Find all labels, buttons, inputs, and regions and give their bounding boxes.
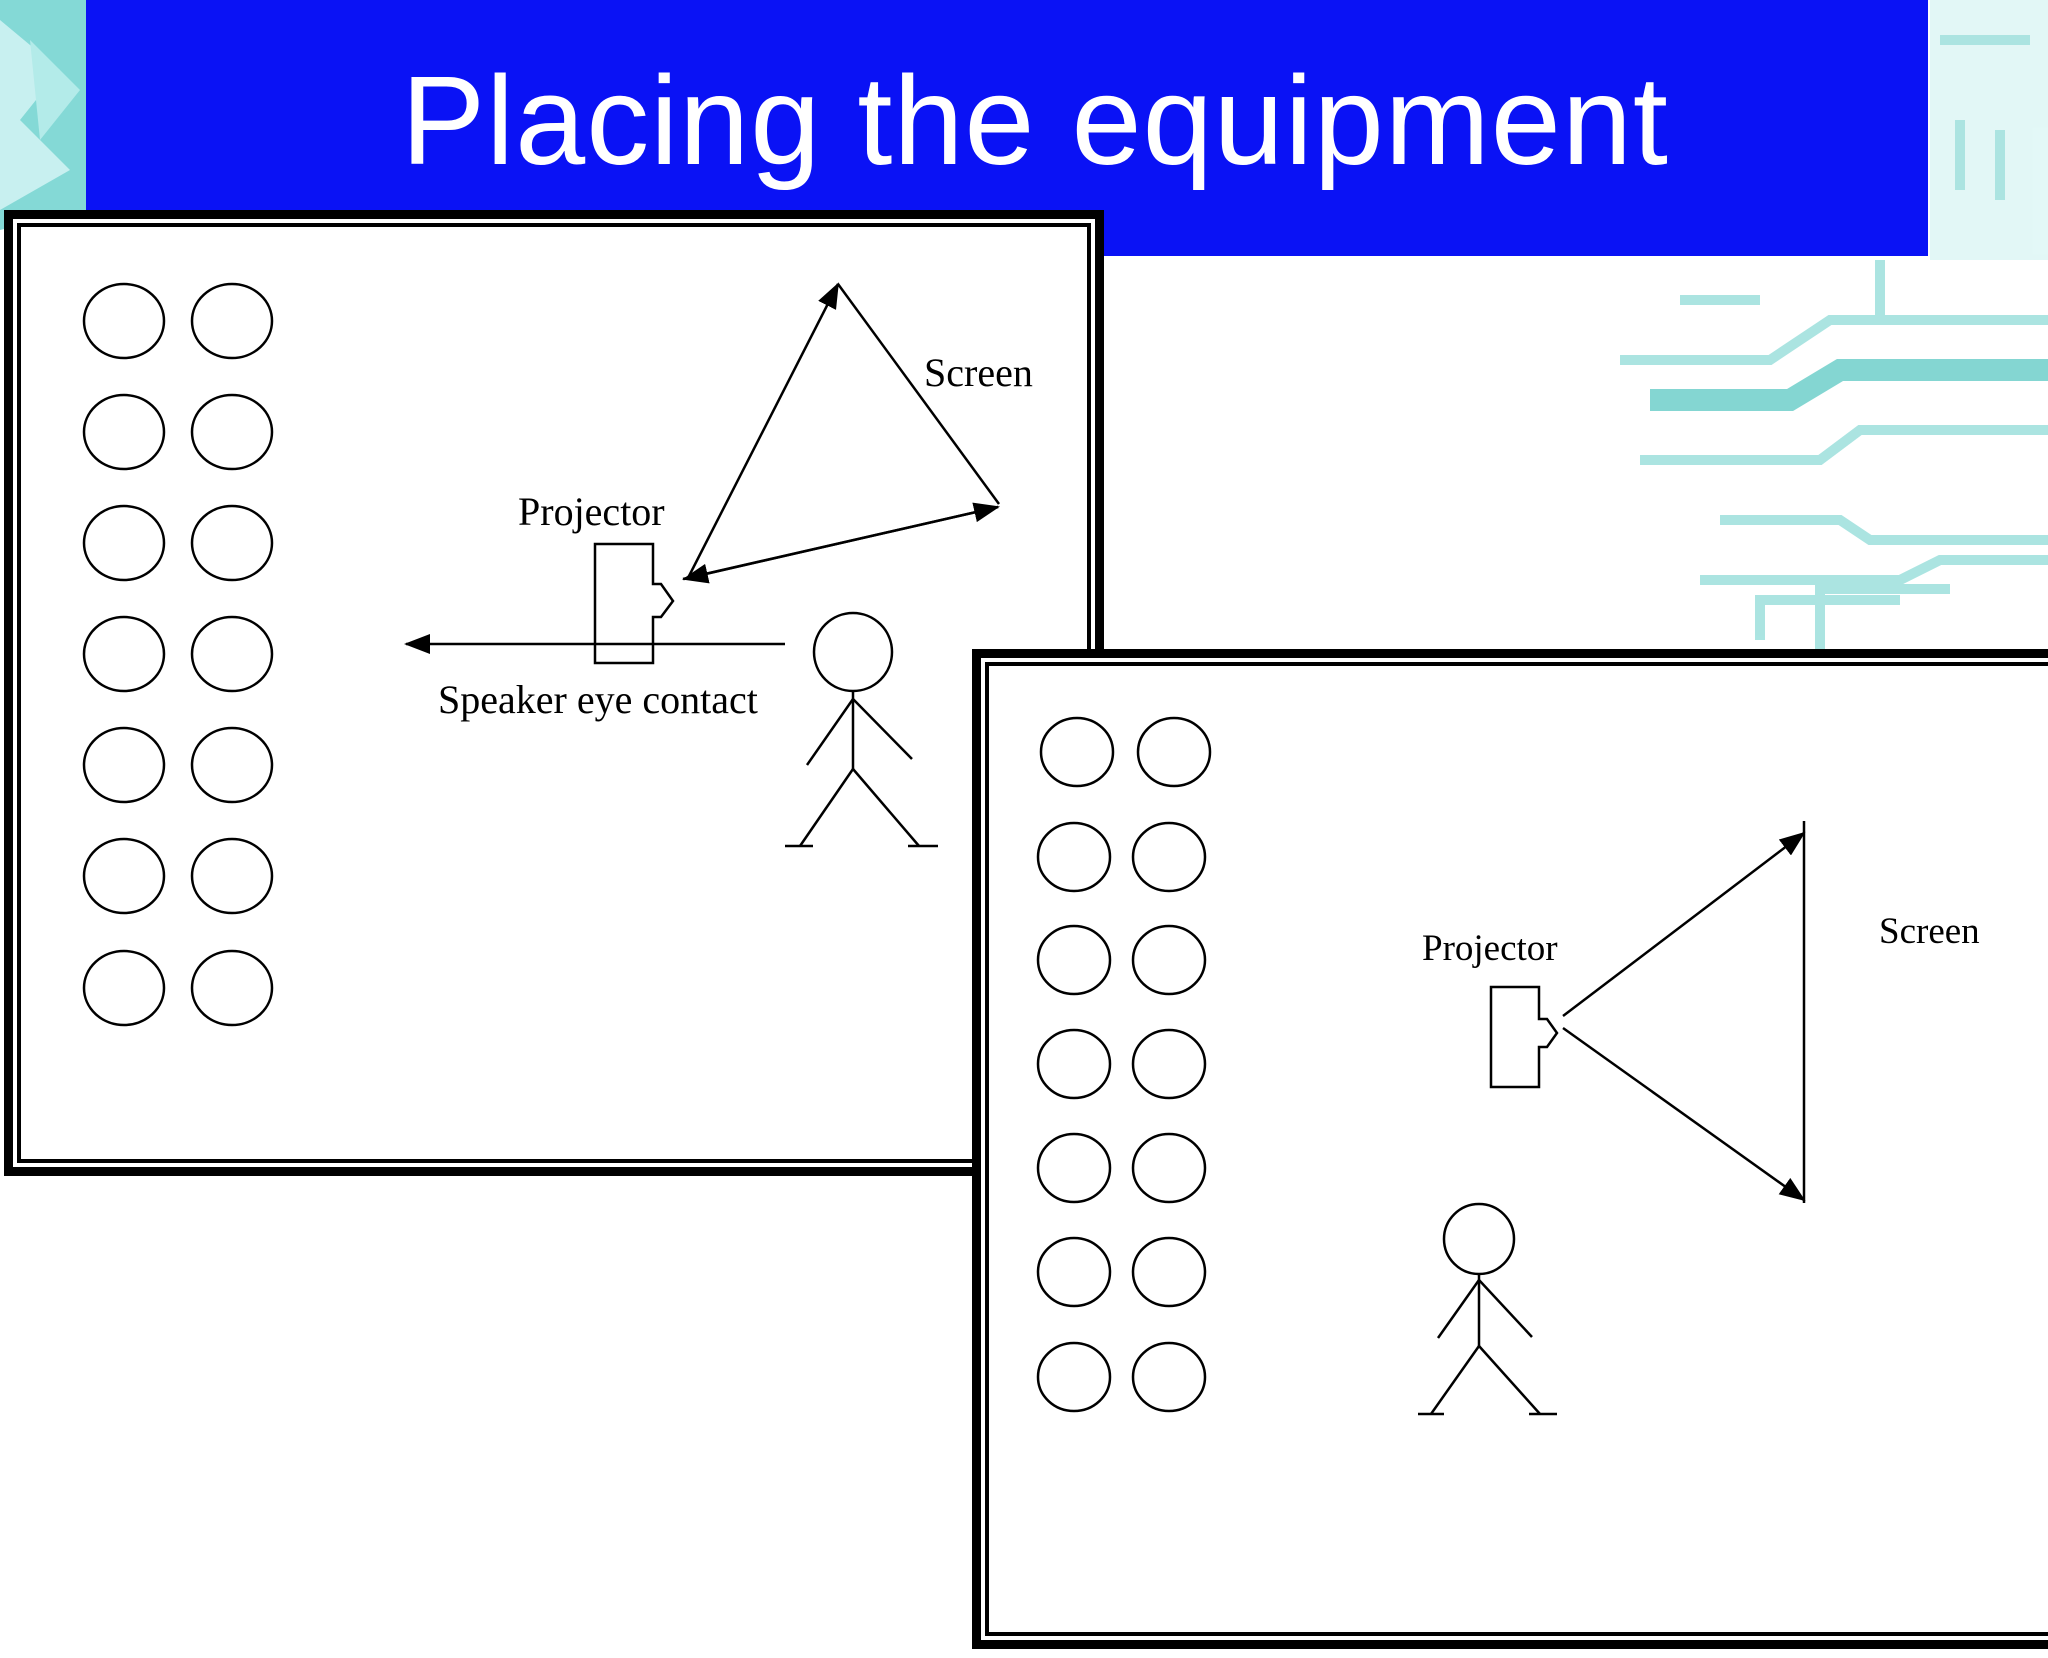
projection-lines — [1562, 831, 1806, 1202]
seat — [1131, 924, 1207, 996]
seat — [1131, 1132, 1207, 1204]
screen-label: Screen — [924, 350, 1033, 395]
projection-lines — [682, 282, 1001, 584]
seat — [82, 504, 166, 582]
audience-seats — [1036, 716, 1212, 1413]
left-decoration — [0, 0, 86, 230]
projector-label: Projector — [1422, 928, 1558, 969]
seat — [190, 393, 274, 471]
seat — [190, 726, 274, 804]
seat — [1131, 1028, 1207, 1100]
seat — [1036, 1341, 1112, 1413]
seat — [190, 282, 274, 360]
seat — [1131, 821, 1207, 893]
seat — [1131, 1341, 1207, 1413]
seat — [82, 949, 166, 1027]
right-decoration — [1620, 0, 2048, 649]
seat — [82, 726, 166, 804]
circuit-background — [0, 0, 2048, 649]
seat — [1036, 821, 1112, 893]
seat — [190, 837, 274, 915]
seat — [1036, 1236, 1112, 1308]
seat — [190, 949, 274, 1027]
diagram-2-drawing: Projector Screen — [1036, 716, 1980, 1416]
projector-icon — [1489, 985, 1559, 1089]
slide-title: Placing the equipment — [401, 50, 1669, 191]
diagram-1-drawing: Projector Screen Speaker eye contact — [82, 282, 1033, 1027]
seat — [190, 615, 274, 693]
seat — [1131, 1236, 1207, 1308]
seat — [1136, 716, 1212, 788]
diagram-panel-speaker-eye-contact: Projector Screen Speaker eye contact — [4, 210, 1104, 1176]
speaker-figure — [785, 611, 938, 848]
speaker-figure — [1418, 1202, 1557, 1416]
seat — [1036, 924, 1112, 996]
seat — [190, 504, 274, 582]
title-bar-extension — [1109, 205, 1928, 256]
seat — [1036, 1132, 1112, 1204]
screen-label: Screen — [1879, 911, 1980, 952]
projector-label: Projector — [518, 489, 665, 534]
projector-icon — [593, 542, 675, 665]
diagram-panel-side-screen: Projector Screen — [972, 649, 2048, 1649]
eye-contact-label: Speaker eye contact — [438, 677, 758, 722]
seat — [82, 837, 166, 915]
seat — [1036, 1028, 1112, 1100]
audience-seats — [82, 282, 274, 1027]
seat — [82, 615, 166, 693]
seat — [82, 282, 166, 360]
seat — [1039, 716, 1115, 788]
seat — [82, 393, 166, 471]
